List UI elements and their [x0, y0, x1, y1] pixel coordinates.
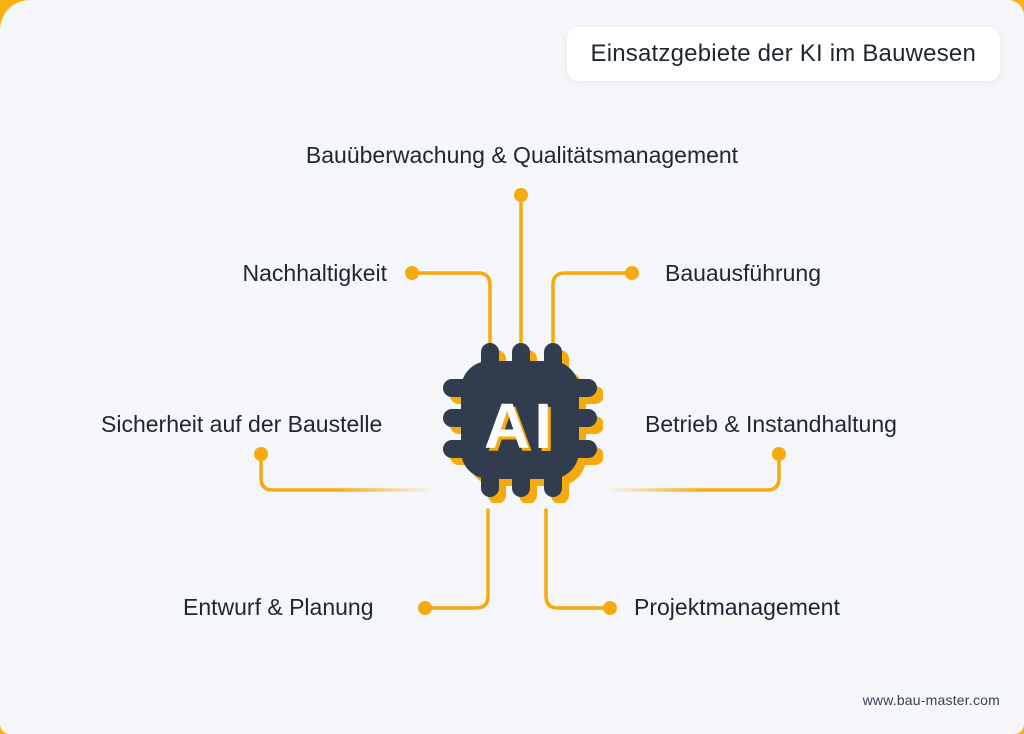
chip-label: AI [484, 390, 556, 462]
node-label-entwurf: Entwurf & Planung [183, 594, 374, 620]
node-label-sicherheit: Sicherheit auf der Baustelle [101, 411, 383, 437]
chip-body [443, 343, 597, 497]
chip-label-shadow: AI [487, 393, 559, 465]
node-label-bauueberwachung: Bauüberwachung & Qualitätsmanagement [305, 142, 739, 168]
node-label-betrieb: Betrieb & Instandhaltung [645, 411, 897, 437]
node-label-projektmanagement: Projektmanagement [634, 594, 840, 620]
ai-chip-icon: AI AI [443, 343, 603, 503]
node-label-nachhaltigkeit: Nachhaltigkeit [242, 260, 387, 286]
node-label-bauausfuehrung: Bauausführung [665, 260, 822, 286]
website-url: www.bau-master.com [862, 692, 1000, 708]
diagram-title: Einsatzgebiete der KI im Bauwesen [590, 40, 976, 67]
title-badge: Einsatzgebiete der KI im Bauwesen [566, 27, 1000, 81]
